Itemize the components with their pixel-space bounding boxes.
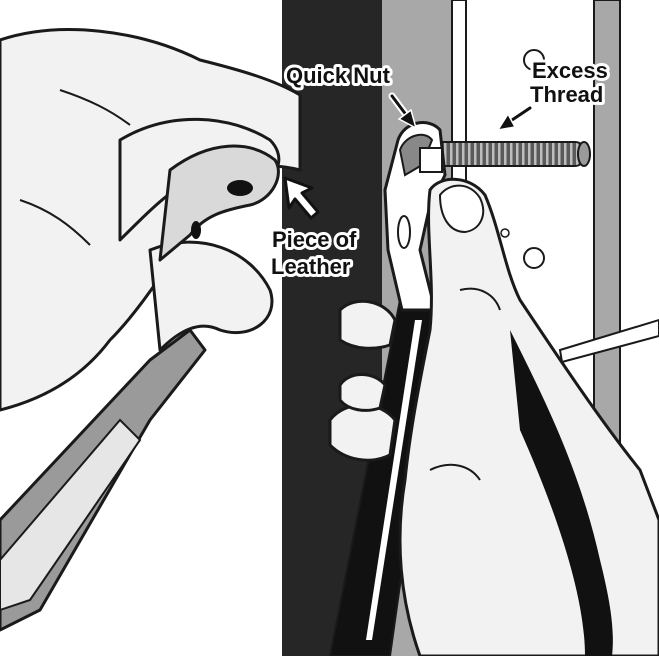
label-thread: Thread bbox=[530, 82, 603, 107]
label-piece-of: Piece of bbox=[272, 227, 357, 252]
label-quick-nut: Quick Nut bbox=[286, 63, 391, 88]
jamb-screw-hole bbox=[501, 229, 509, 237]
quick-nut bbox=[420, 148, 442, 172]
label-leather: Leather bbox=[271, 254, 351, 279]
threaded-bolt bbox=[425, 142, 585, 166]
jamb-hole bbox=[524, 248, 544, 268]
left-hand-with-pliers bbox=[0, 30, 300, 630]
leather-piece bbox=[227, 180, 253, 196]
label-excess: Excess bbox=[532, 58, 608, 83]
